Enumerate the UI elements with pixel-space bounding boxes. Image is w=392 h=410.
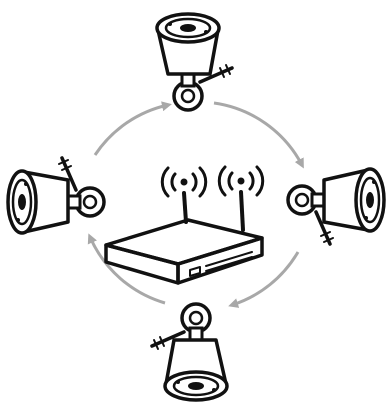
camera-right-icon xyxy=(286,167,386,246)
nvr-router-icon xyxy=(104,165,265,285)
wifi-signal-icon xyxy=(217,165,265,197)
arrow-right-to-bottom xyxy=(228,251,300,308)
arrow-top-to-right xyxy=(213,101,304,169)
camera-left-icon xyxy=(6,156,106,235)
arrow-bottom-to-left xyxy=(87,233,166,305)
camera-bottom-icon xyxy=(150,302,229,402)
wifi-signal-icon xyxy=(160,166,208,198)
connection-ring xyxy=(87,101,304,308)
camera-top-icon xyxy=(155,12,234,112)
arrow-left-to-top xyxy=(93,101,172,156)
